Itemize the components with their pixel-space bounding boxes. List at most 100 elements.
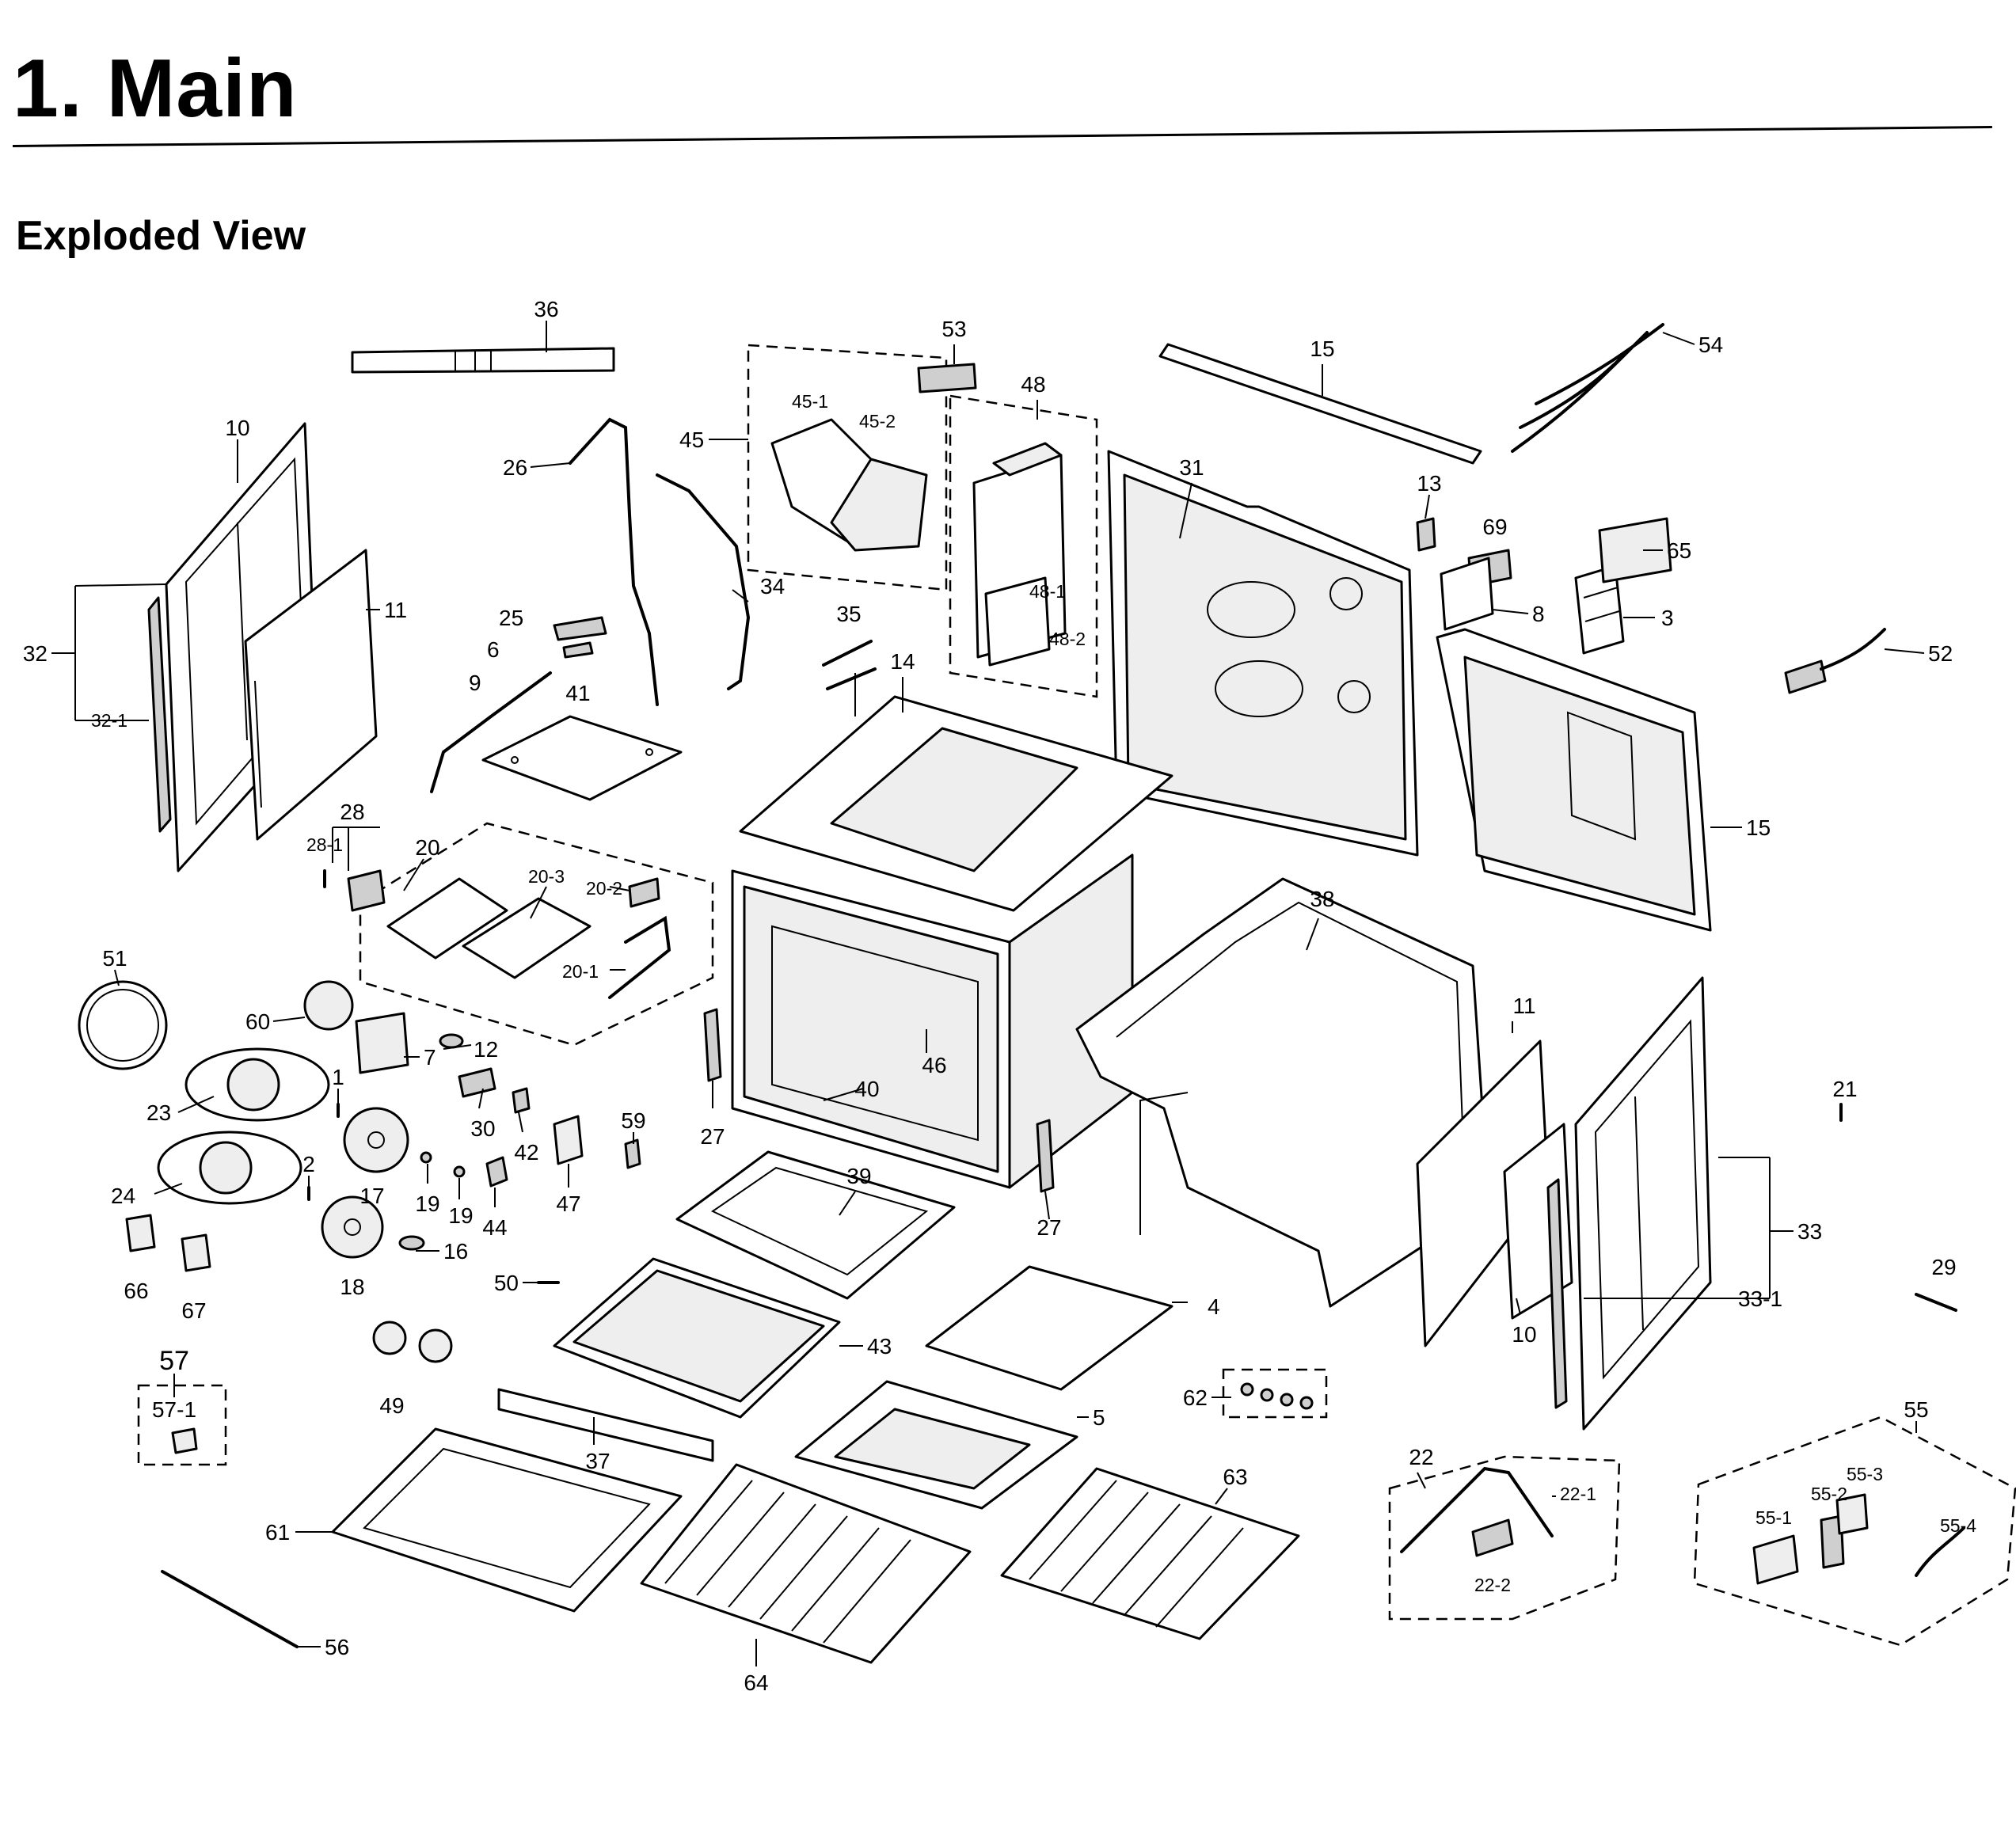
callout-44: 44	[482, 1215, 507, 1240]
part-29-pin	[1915, 1293, 1957, 1312]
part-33-1-door-gasket	[1546, 1178, 1568, 1409]
callout-2: 2	[302, 1152, 315, 1176]
part-27-hinge-left	[703, 1008, 722, 1082]
part-65-pcb	[1598, 517, 1672, 583]
callout-4: 4	[1208, 1294, 1220, 1319]
callout-59: 59	[621, 1108, 645, 1133]
part-47-lamp	[553, 1115, 584, 1165]
callout-31: 31	[1179, 455, 1204, 480]
callout-11: 11	[384, 598, 407, 622]
group-box-62	[1222, 1368, 1328, 1419]
callout-51: 51	[102, 946, 127, 971]
callout-23: 23	[146, 1100, 171, 1125]
callout-45: 45	[679, 428, 704, 452]
callout-47: 47	[556, 1191, 580, 1216]
part-53-terminal-block	[917, 363, 977, 393]
callout-64: 64	[744, 1670, 768, 1695]
callout-27-left: 27	[700, 1124, 725, 1149]
part-20-2-clip	[628, 877, 660, 908]
part-61-door-frame	[331, 1427, 683, 1613]
callout-50: 50	[494, 1271, 519, 1295]
part-49-knobs	[372, 1321, 453, 1363]
part-55-1-sensor	[1752, 1534, 1799, 1585]
part-51-fan-cover	[78, 980, 168, 1070]
callout-40: 40	[854, 1077, 879, 1101]
callout-48: 48	[1021, 372, 1045, 397]
part-57-1-knob	[171, 1427, 198, 1454]
callout-6: 6	[487, 637, 500, 662]
part-28-bracket	[347, 869, 386, 912]
part-17-fan-blade	[343, 1107, 409, 1173]
part-12-clip	[439, 1033, 464, 1049]
callout-29: 29	[1931, 1255, 1956, 1279]
leader-lines	[51, 321, 1925, 1666]
part-40-cavity-gasket	[771, 925, 979, 1142]
callout-67: 67	[181, 1298, 206, 1323]
parts	[78, 323, 1965, 1664]
group-box-20	[359, 822, 714, 1047]
callout-54: 54	[1698, 333, 1723, 357]
group-box-55	[1693, 1416, 2016, 1647]
callout-20-1: 20-1	[562, 961, 599, 982]
group-box-48	[949, 394, 1098, 698]
part-20-3-rack-support-left	[386, 877, 508, 960]
part-34-curved-rod	[656, 473, 751, 690]
callout-63: 63	[1223, 1465, 1247, 1489]
callout-10: 10	[225, 416, 249, 440]
callout-62: 62	[1183, 1385, 1208, 1410]
callout-38: 38	[1310, 887, 1334, 911]
callout-48-2: 48-2	[1049, 629, 1086, 649]
part-66-motor	[125, 1214, 156, 1252]
callout-65: 65	[1667, 538, 1691, 563]
callout-26: 26	[503, 455, 527, 480]
callout-19-b: 19	[448, 1203, 473, 1228]
callout-20-3: 20-3	[528, 866, 565, 887]
part-22-2-connector	[1471, 1518, 1514, 1557]
callout-20: 20	[415, 835, 439, 860]
callout-17: 17	[359, 1184, 384, 1208]
callout-9: 9	[469, 671, 481, 695]
part-31-back-panel	[1107, 450, 1419, 857]
part-25-bracket	[553, 616, 607, 641]
callout-12: 12	[474, 1037, 498, 1062]
callout-55-4: 55-4	[1940, 1515, 1976, 1536]
callout-33: 33	[1797, 1219, 1822, 1244]
callout-32-1: 32-1	[91, 710, 127, 731]
part-18-fan-blade	[321, 1195, 384, 1259]
callout-3: 3	[1661, 606, 1674, 630]
part-63-oven-rack	[1000, 1467, 1300, 1640]
part-41-plate	[481, 715, 683, 801]
callout-11-right: 11	[1512, 994, 1535, 1018]
part-24-convection-cover	[157, 1131, 302, 1205]
part-19-nut-b	[453, 1165, 466, 1178]
callout-49: 49	[379, 1393, 404, 1418]
group-box-57	[137, 1384, 227, 1466]
callout-10-right: 10	[1512, 1322, 1536, 1347]
callout-55: 55	[1904, 1397, 1928, 1422]
part-60-motor-bracket	[303, 980, 354, 1031]
callout-42: 42	[514, 1140, 538, 1165]
callout-53: 53	[941, 317, 966, 341]
callout-25: 25	[499, 606, 523, 630]
callout-43: 43	[867, 1334, 892, 1359]
part-35-probe	[822, 640, 877, 690]
part-20-1-rod	[608, 915, 671, 999]
group-box-45	[747, 344, 948, 591]
part-13-clip	[1416, 517, 1436, 552]
section-title: Exploded View	[16, 213, 306, 259]
part-42-switch	[512, 1087, 531, 1114]
callout-52: 52	[1928, 641, 1953, 666]
callout-56: 56	[325, 1635, 349, 1659]
callout-22-1: 22-1	[1560, 1484, 1596, 1504]
part-36-top-trim	[351, 347, 615, 374]
callout-27-right: 27	[1037, 1215, 1061, 1240]
callout-36: 36	[534, 297, 558, 321]
callout-41: 41	[565, 681, 590, 705]
part-4-bottom-cover	[925, 1265, 1173, 1391]
callout-28: 28	[340, 800, 364, 824]
callout-69: 69	[1482, 515, 1507, 539]
callout-60: 60	[245, 1009, 270, 1034]
part-6-clip	[562, 641, 594, 659]
callout-55-3: 55-3	[1847, 1464, 1883, 1484]
